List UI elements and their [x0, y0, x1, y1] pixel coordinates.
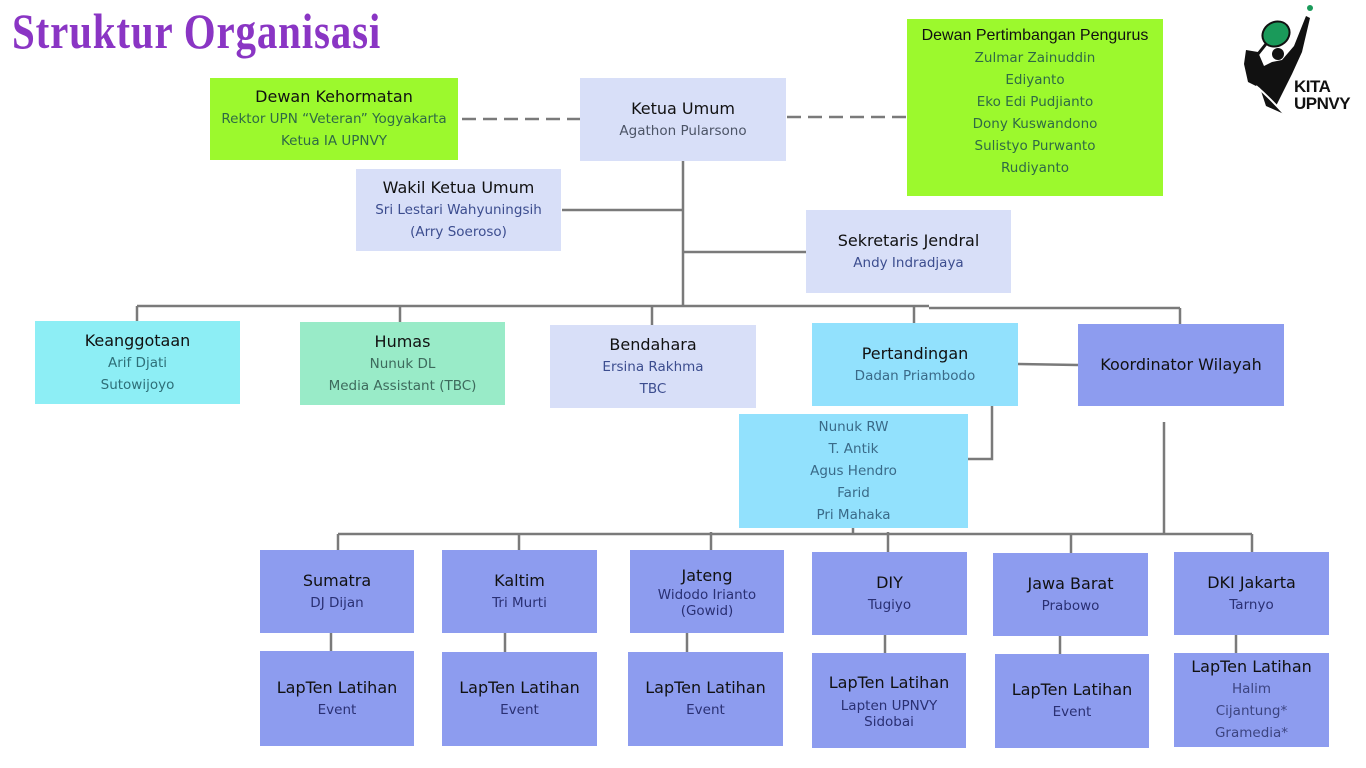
member-name: Nunuk DL: [369, 355, 436, 372]
venue-title: LapTen Latihan: [828, 672, 950, 692]
member-name: Dony Kuswandono: [972, 116, 1098, 132]
humas-box: Humas Nunuk DL Media Assistant (TBC): [300, 322, 505, 405]
dewan-pertimbangan-title: Dewan Pertimbangan Pengurus: [921, 27, 1149, 44]
koordinator-wilayah-title: Koordinator Wilayah: [1100, 355, 1262, 374]
venue-title: LapTen Latihan: [459, 678, 580, 697]
pertandingan-title: Pertandingan: [861, 343, 969, 363]
member-name: Ketua IA UPNVY: [280, 133, 387, 149]
region-title: Kaltim: [494, 570, 545, 590]
venue-title: LapTen Latihan: [645, 678, 766, 697]
member-name: Nunuk RW: [818, 419, 889, 435]
region-title: DIY: [876, 572, 903, 592]
venue-box-kaltim: LapTen Latihan Event: [442, 652, 597, 746]
venue-item: Event: [686, 702, 725, 718]
member-name: Farid: [837, 485, 870, 501]
dewan-kehormatan-box: Dewan Kehormatan Rektor UPN “Veteran” Yo…: [210, 78, 458, 160]
tennis-player-icon: [1244, 5, 1313, 117]
venue-box-sumatra: LapTen Latihan Event: [260, 651, 414, 746]
venue-item: Event: [317, 701, 357, 718]
member-name: DJ Dijan: [310, 594, 364, 611]
member-name: Rektor UPN “Veteran” Yogyakarta: [221, 111, 447, 127]
venue-item: Halim: [1231, 681, 1272, 697]
region-box-jawa-barat: Jawa Barat Prabowo: [993, 553, 1148, 636]
wakil-ketua-title: Wakil Ketua Umum: [382, 178, 535, 197]
member-name: Rudiyanto: [1000, 160, 1070, 176]
member-name: Sri Lestari Wahyuningsih: [375, 202, 542, 218]
member-name: (Arry Soeroso): [410, 224, 507, 240]
sekjen-box: Sekretaris Jendral Andy Indradjaya: [806, 210, 1011, 293]
ketua-umum-title: Ketua Umum: [631, 98, 735, 118]
venue-box-dki-jakarta: LapTen Latihan Halim Cijantung* Gramedia…: [1174, 653, 1329, 747]
venue-title: LapTen Latihan: [1011, 680, 1133, 699]
region-title: Sumatra: [302, 570, 372, 590]
member-name: (Gowid): [680, 602, 734, 619]
dewan-pertimbangan-box: Dewan Pertimbangan Pengurus Zulmar Zainu…: [907, 19, 1163, 196]
region-box-dki-jakarta: DKI Jakarta Tarnyo: [1174, 552, 1329, 635]
venue-box-jawa-barat: LapTen Latihan Event: [995, 654, 1149, 748]
region-title: Jateng: [681, 565, 733, 585]
member-name: Agus Hendro: [810, 463, 897, 479]
keanggotaan-title: Keanggotaan: [84, 330, 191, 350]
region-box-diy: DIY Tugiyo: [812, 552, 967, 635]
pertandingan-box: Pertandingan Dadan Priambodo: [812, 323, 1018, 406]
venue-item: Gramedia*: [1214, 725, 1289, 741]
member-name: Eko Edi Pudjianto: [976, 94, 1094, 110]
kita-upnvy-logo: KITA UPNVY: [1236, 2, 1362, 118]
member-name: Ersina Rakhma: [602, 358, 704, 375]
member-name: T. Antik: [828, 441, 879, 457]
link-pertandingan-korwil: [1017, 362, 1079, 367]
bendahara-title: Bendahara: [609, 334, 697, 354]
wakil-ketua-box: Wakil Ketua Umum Sri Lestari Wahyuningsi…: [356, 169, 561, 251]
venue-title: LapTen Latihan: [276, 677, 398, 697]
venue-item: Event: [1052, 704, 1092, 720]
sekjen-title: Sekretaris Jendral: [837, 230, 980, 250]
member-name: Sutowijoyo: [100, 376, 175, 393]
logo-text-line1: KITA: [1294, 77, 1331, 96]
keanggotaan-box: Keanggotaan Arif Djati Sutowijoyo: [35, 321, 240, 404]
venue-item: Lapten UPNVY: [840, 697, 938, 714]
koordinator-wilayah-box: Koordinator Wilayah: [1078, 324, 1284, 406]
region-box-jateng: Jateng Widodo Irianto (Gowid): [630, 550, 784, 633]
member-name: Tri Murti: [492, 594, 547, 611]
region-box-kaltim: Kaltim Tri Murti: [442, 550, 597, 633]
region-title: Jawa Barat: [1027, 573, 1114, 593]
member-name: Tarnyo: [1229, 596, 1274, 613]
member-name: Widodo Irianto: [657, 586, 757, 603]
venue-item: Event: [500, 702, 539, 718]
member-name: Prabowo: [1041, 597, 1100, 614]
region-box-sumatra: Sumatra DJ Dijan: [260, 550, 414, 633]
member-name: Sulistyo Purwanto: [974, 138, 1096, 154]
venue-item: Sidobai: [864, 713, 914, 730]
pertandingan-team-box: Nunuk RW T. Antik Agus Hendro Farid Pri …: [739, 414, 968, 528]
member-name: Zulmar Zainuddin: [974, 50, 1096, 66]
link-pertandingan-team: [968, 406, 994, 461]
member-name: Ediyanto: [1005, 72, 1065, 88]
dewan-kehormatan-title: Dewan Kehormatan: [255, 87, 413, 106]
member-name: Arif Djati: [107, 354, 168, 371]
member-name: Agathon Pularsono: [619, 122, 747, 139]
ketua-umum-box: Ketua Umum Agathon Pularsono: [580, 78, 786, 161]
logo-text-line2: UPNVY: [1294, 94, 1351, 113]
member-name: Dadan Priambodo: [854, 367, 976, 384]
member-name: Andy Indradjaya: [853, 254, 964, 271]
member-name: TBC: [639, 380, 667, 397]
bendahara-box: Bendahara Ersina Rakhma TBC: [550, 325, 756, 408]
page-title: Struktur Organisasi: [12, 3, 382, 59]
member-name: Tugiyo: [867, 596, 912, 613]
region-title: DKI Jakarta: [1207, 572, 1296, 592]
member-name: Pri Mahaka: [816, 507, 891, 523]
venue-box-diy: LapTen Latihan Lapten UPNVY Sidobai: [812, 653, 966, 748]
venue-title: LapTen Latihan: [1191, 657, 1312, 676]
member-name: Media Assistant (TBC): [328, 377, 477, 394]
venue-item: Cijantung*: [1215, 703, 1288, 719]
humas-title: Humas: [374, 331, 431, 351]
venue-box-jateng: LapTen Latihan Event: [628, 652, 783, 746]
